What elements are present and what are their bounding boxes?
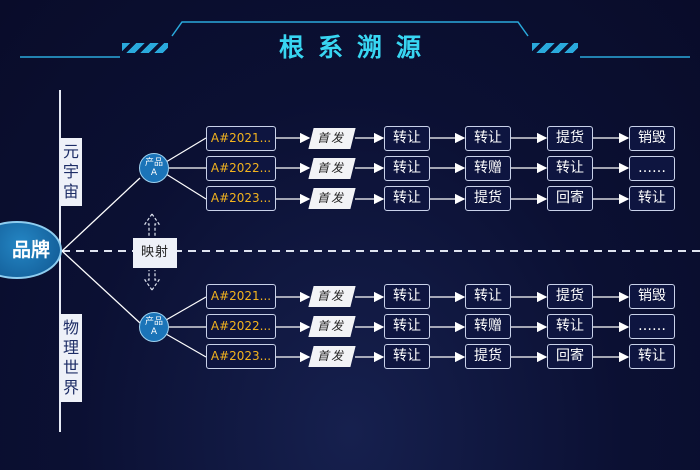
step-box: 回寄 [547, 344, 593, 369]
title-stripes-right [532, 43, 578, 53]
asset-id-box: A#2022... [206, 314, 276, 339]
step-box: 转赠 [465, 156, 511, 181]
metaverse-label: 元宇宙 [60, 138, 82, 206]
step-box: 提货 [465, 186, 511, 211]
step-box: 销毁 [629, 126, 675, 151]
issue-tag: 首发 [308, 286, 356, 307]
asset-id-box: A#2021... [206, 126, 276, 151]
step-box: 提货 [465, 344, 511, 369]
title-stripes-left [122, 43, 168, 53]
step-box: …… [629, 314, 675, 339]
step-box: 回寄 [547, 186, 593, 211]
step-box: …… [629, 156, 675, 181]
product-node-sublabel: A [150, 168, 158, 178]
issue-tag: 首发 [308, 346, 356, 367]
step-box: 转让 [465, 284, 511, 309]
product-node-label: 产品 [144, 317, 163, 327]
issue-tag: 首发 [308, 158, 356, 179]
step-box: 提货 [547, 126, 593, 151]
step-box: 销毁 [629, 284, 675, 309]
title-frame [20, 21, 690, 58]
step-box: 转让 [547, 314, 593, 339]
issue-tag: 首发 [308, 128, 356, 149]
step-box: 转让 [384, 156, 430, 181]
step-box: 转让 [547, 156, 593, 181]
asset-id-box: A#2022... [206, 156, 276, 181]
physical-world-label: 物理世界 [60, 314, 82, 402]
step-box: 转让 [384, 186, 430, 211]
step-box: 转赠 [465, 314, 511, 339]
step-box: 转让 [629, 344, 675, 369]
step-box: 转让 [384, 314, 430, 339]
issue-tag: 首发 [308, 188, 356, 209]
product-node-sublabel: A [150, 327, 158, 337]
mapping-label: 映射 [133, 238, 177, 268]
step-box: 提货 [547, 284, 593, 309]
asset-id-box: A#2023... [206, 344, 276, 369]
product-node-label: 产品 [144, 158, 163, 168]
product-node-physical: 产品 A [139, 312, 169, 342]
product-node-metaverse: 产品 A [139, 153, 169, 183]
step-box: 转让 [384, 284, 430, 309]
asset-id-box: A#2023... [206, 186, 276, 211]
mapping-arrow [143, 213, 161, 291]
page-title: 根系溯源 [278, 33, 435, 62]
step-box: 转让 [629, 186, 675, 211]
issue-tag: 首发 [308, 316, 356, 337]
step-box: 转让 [384, 126, 430, 151]
brand-node: 品牌 [0, 221, 62, 279]
asset-id-box: A#2021... [206, 284, 276, 309]
step-box: 转让 [384, 344, 430, 369]
step-box: 转让 [465, 126, 511, 151]
